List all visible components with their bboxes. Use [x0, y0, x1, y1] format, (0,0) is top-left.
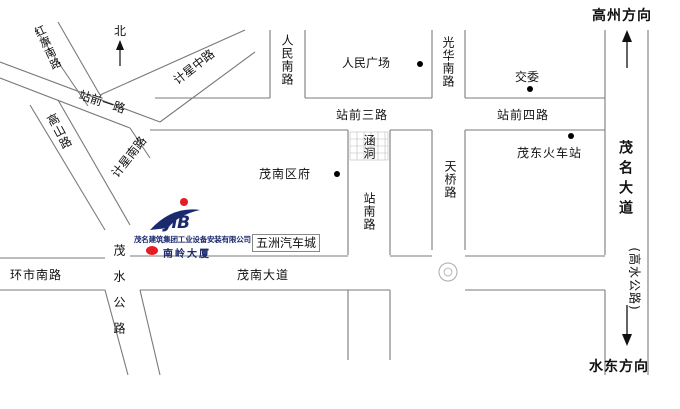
- road-zhanqian-band: [150, 97, 605, 131]
- road-label-maonan-dadao: 茂南大道: [237, 268, 290, 282]
- road-gaoshan-jixing: [29, 99, 151, 231]
- road-label-handong: 涵洞: [362, 134, 376, 160]
- place-label-wuzhou-bus: 五洲汽车城: [252, 234, 321, 252]
- road-zhanqian-yi: [0, 29, 256, 129]
- company-logo-icon: JiB: [150, 198, 200, 233]
- road-label-zhannan: 站南路: [362, 192, 376, 231]
- roundabout: [438, 262, 458, 282]
- marker-maodong-station: [568, 133, 574, 139]
- road-label-gaoshui-gonglu: (高水公路): [627, 247, 642, 311]
- marker-maonan-district: [334, 171, 340, 177]
- marker-jiaowei: [527, 86, 533, 92]
- direction-shuidong: 水东方向: [589, 359, 649, 375]
- road-label-tianqiao: 天桥路: [443, 160, 457, 199]
- road-zhannan: [347, 130, 391, 255]
- road-label-huanshi-nan: 环市南路: [10, 268, 63, 282]
- road-renmin-nan: [269, 30, 306, 98]
- arrow-up-icon: [622, 30, 632, 68]
- road-maonan-dadao: [0, 255, 605, 291]
- north-arrow-icon: [116, 40, 124, 66]
- road-guanghua-tianqiao: [431, 30, 466, 250]
- arrow-down-icon: [622, 305, 632, 346]
- place-label-maonan-district: 茂南区府: [259, 167, 312, 181]
- destination-marker: [146, 246, 158, 255]
- road-label-guanghua-nan: 光华南路: [441, 36, 455, 88]
- north-label: 北: [114, 24, 127, 38]
- marker-renmin-guangchang: [417, 61, 423, 67]
- logo-text: JiB: [162, 213, 190, 233]
- place-label-renmin-guangchang: 人民广场: [342, 56, 391, 70]
- road-maoshui: [104, 289, 391, 376]
- building-name: 南岭大厦: [163, 249, 211, 260]
- place-label-jiaowei: 交委: [515, 70, 540, 84]
- road-label-zhanqian-san: 站前三路: [336, 108, 389, 122]
- road-label-renmin-nan: 人民南路: [280, 34, 294, 86]
- road-label-maoshui: 茂水公路: [112, 244, 126, 348]
- road-label-zhanqian-si: 站前四路: [497, 108, 550, 122]
- culvert-grid: [349, 131, 389, 161]
- company-name: 茂名建筑集团工业设备安装有限公司: [134, 235, 251, 244]
- road-hongqi-nan: [34, 21, 101, 107]
- road-label-maoming-dadao: 茂名大道: [617, 140, 633, 220]
- direction-gaozhou: 高州方向: [592, 8, 652, 24]
- road-maoming-dadao: [604, 30, 649, 375]
- place-label-maodong-station: 茂东火车站: [517, 146, 583, 160]
